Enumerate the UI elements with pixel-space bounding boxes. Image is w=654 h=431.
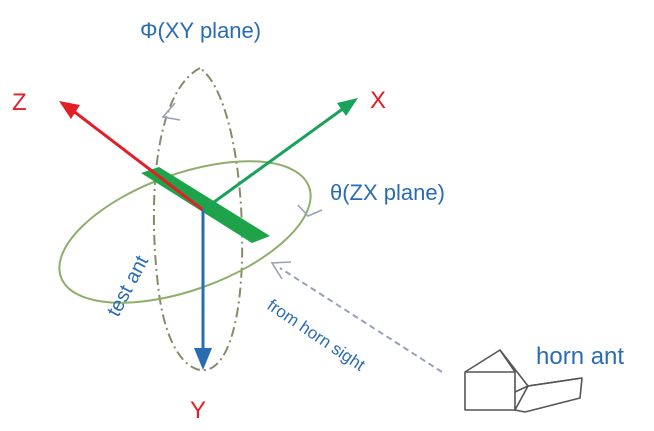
z-axis-label: Z [12, 89, 27, 116]
theta-plane-ellipse [58, 160, 312, 304]
sight-line [279, 267, 443, 373]
x-axis-label: X [370, 87, 386, 114]
x-axis-line [202, 106, 345, 212]
horn-antenna-label: horn ant [536, 343, 624, 370]
theta-direction-arrow-icon [297, 204, 323, 217]
horn-antenna-icon [464, 349, 583, 413]
z-axis-line [71, 108, 204, 212]
sight-arrowhead-icon [270, 261, 292, 280]
y-axis-label: Y [190, 397, 206, 424]
sight-line-label: from horn sight [264, 296, 369, 375]
test-antenna-label: test ant [103, 252, 153, 321]
phi-direction-arrow-icon [161, 102, 181, 121]
theta-plane-label: θ(ZX plane) [330, 180, 445, 205]
y-axis-arrowhead-icon [194, 348, 212, 370]
z-axis-arrowhead-icon [59, 101, 80, 119]
x-axis-arrowhead-icon [337, 98, 358, 116]
phi-plane-label: Φ(XY plane) [140, 18, 261, 43]
